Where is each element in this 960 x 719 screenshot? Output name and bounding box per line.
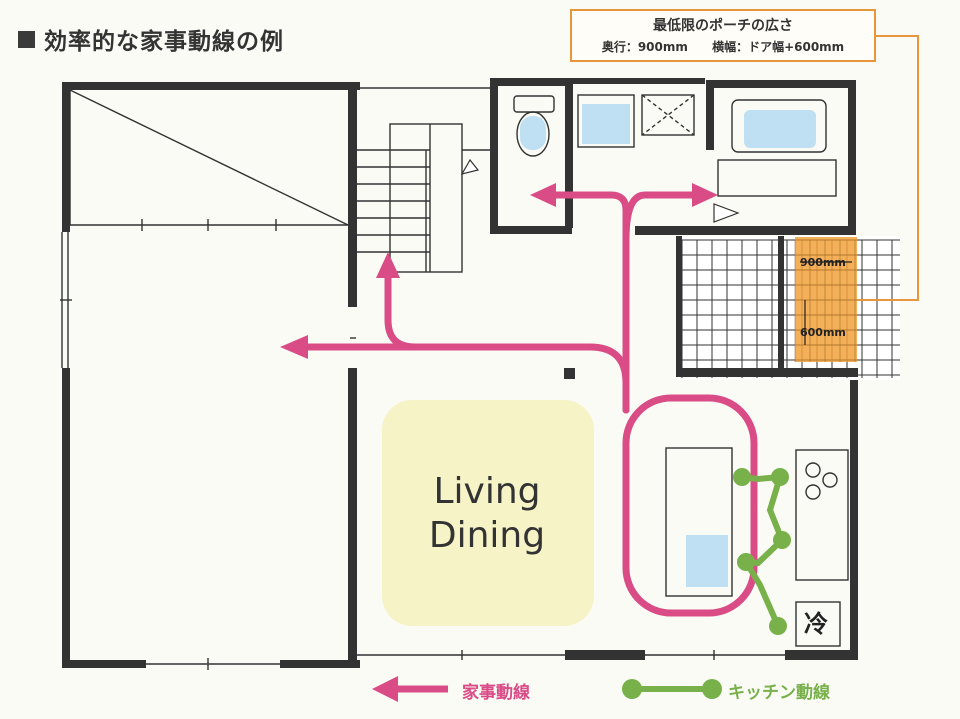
callout-width: 横幅：ドア幅+600mm xyxy=(712,40,845,54)
title-square-icon xyxy=(18,30,35,48)
porch-depth-label: 600mm xyxy=(800,326,846,339)
title-text: 効率的な家事動線の例 xyxy=(44,29,284,55)
porch-callout: 最低限のポーチの広さ 奥行：900mm 横幅：ドア幅+600mm xyxy=(570,9,876,62)
page-title: 効率的な家事動線の例 xyxy=(18,22,284,56)
fridge-label: 冷 xyxy=(804,610,828,638)
callout-depth: 奥行：900mm xyxy=(601,40,688,54)
housework-line xyxy=(301,191,758,617)
legend-housework-label: 家事動線 xyxy=(462,683,530,703)
porch-width-label: 900mm xyxy=(800,256,846,269)
legend-housework-arrow xyxy=(372,676,448,702)
dimension-arrows xyxy=(800,261,852,345)
living-dining-area xyxy=(382,400,594,626)
fixtures xyxy=(520,104,816,587)
living-label: Living xyxy=(433,471,541,512)
kitchen-nodes xyxy=(733,468,791,635)
callout-dimensions: 奥行：900mm 横幅：ドア幅+600mm xyxy=(572,38,874,55)
kitchen-line xyxy=(739,473,786,629)
housework-arrowheads xyxy=(280,183,718,359)
door-markers xyxy=(460,158,740,223)
callout-connector xyxy=(857,35,919,301)
callout-title: 最低限のポーチの広さ xyxy=(653,18,793,34)
living-dining-label: Living Dining xyxy=(392,470,582,558)
ticks xyxy=(60,219,715,670)
legend-kitchen-line xyxy=(622,679,722,699)
tile-floor xyxy=(678,236,900,380)
dining-label: Dining xyxy=(428,515,546,556)
thin-lines xyxy=(61,87,849,665)
walls xyxy=(62,78,858,668)
legend-kitchen-label: キッチン動線 xyxy=(728,683,830,703)
